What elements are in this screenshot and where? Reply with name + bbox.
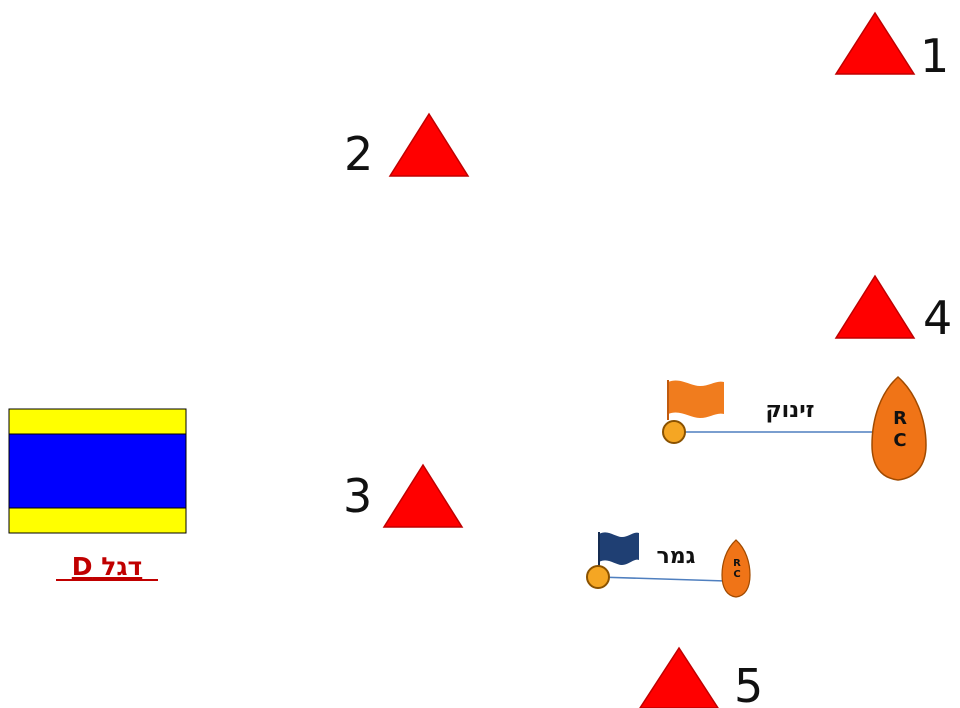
start-buoy xyxy=(662,420,686,444)
mark-1-triangle xyxy=(834,11,916,75)
finish-flag-icon xyxy=(599,532,639,565)
mark-5-number: 5 xyxy=(734,659,763,708)
finish-line-rope xyxy=(597,576,727,582)
mark-5: 5 xyxy=(639,646,763,708)
start-flag-icon xyxy=(668,380,724,418)
flag-d-center-band xyxy=(8,433,187,509)
finish-boat-letter-r: R xyxy=(733,558,741,569)
finish-boat-letter-c: C xyxy=(733,569,740,580)
start-boat-letter-c: C xyxy=(893,430,906,451)
mark-4-triangle xyxy=(834,274,916,339)
start-boat-letter-r: R xyxy=(893,408,907,429)
mark-3-number: 3 xyxy=(343,469,372,523)
finish-committee-boat xyxy=(721,539,751,598)
mark-4-number: 4 xyxy=(923,291,952,345)
flag-d-bottom-stripe xyxy=(8,507,187,534)
flag-d-top-stripe xyxy=(8,408,187,435)
mark-1: 1 xyxy=(834,11,949,83)
start-committee-boat xyxy=(871,375,927,481)
mark-2: 2 xyxy=(344,112,470,181)
finish-buoy xyxy=(586,565,610,589)
flag-d: דגל D xyxy=(8,408,187,581)
mark-3: 3 xyxy=(343,463,464,528)
finish-line-label: גמר xyxy=(657,544,696,569)
mark-3-triangle xyxy=(382,463,464,528)
mark-2-triangle xyxy=(388,112,470,177)
start-line-label: זינוק xyxy=(765,398,814,423)
mark-1-number: 1 xyxy=(920,29,949,83)
flag-d-caption: דגל D xyxy=(72,552,142,581)
start-line: זינוק R C xyxy=(662,375,927,481)
finish-line: גמר R C xyxy=(586,532,751,598)
mark-2-number: 2 xyxy=(344,127,373,181)
mark-4: 4 xyxy=(834,274,952,345)
mark-5-triangle xyxy=(639,646,719,708)
